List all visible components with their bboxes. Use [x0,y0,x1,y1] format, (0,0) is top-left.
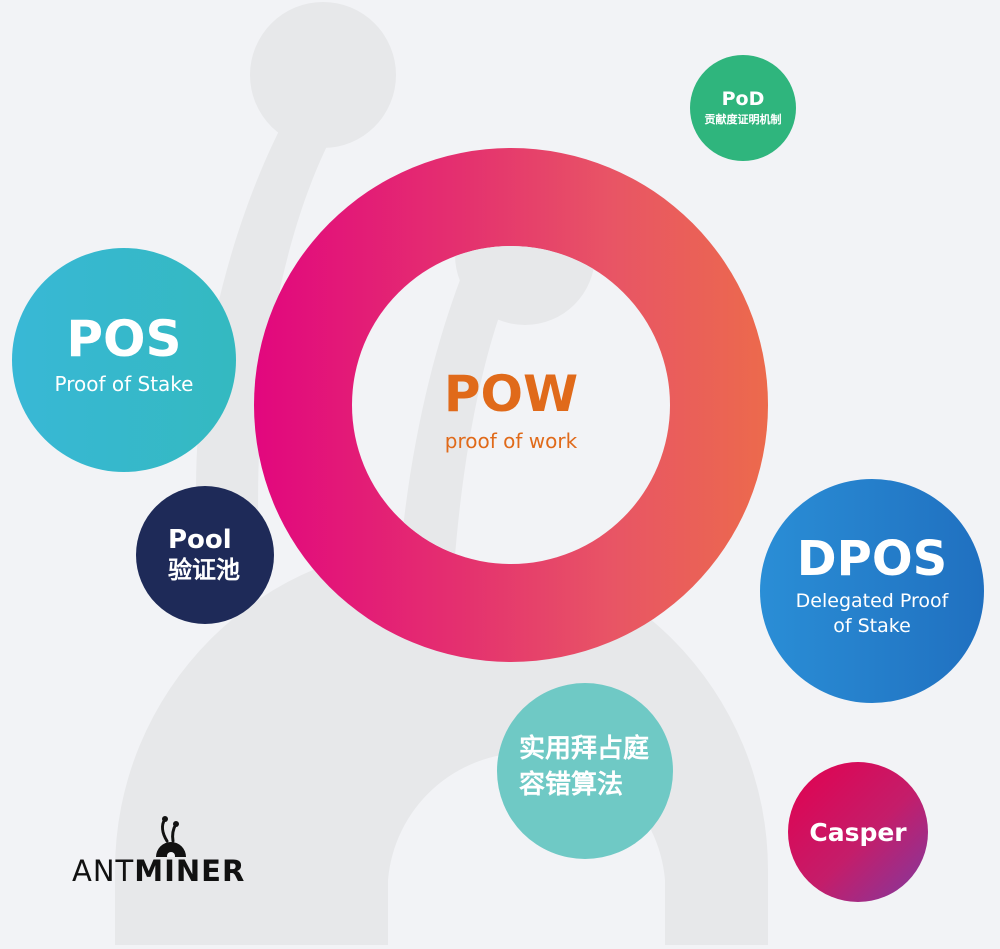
dpos-subtitle-line2: of Stake [833,615,911,637]
dpos-title: DPOS [796,531,948,588]
pod-title: PoD [721,87,765,110]
dpos-bubble: DPOS Delegated Proof of Stake [760,479,984,703]
pbft-line1: 实用拜占庭 [519,733,650,764]
pod-subtitle: 贡献度证明机制 [704,113,782,127]
logo-text: ANTMINER [72,857,245,886]
pool-title: Pool [168,524,232,555]
logo-text-miner: MINER [134,854,246,888]
pod-bubble: PoD 贡献度证明机制 [690,55,796,161]
pool-subtitle: 验证池 [168,555,240,584]
casper-title: Casper [809,817,907,847]
logo-text-ant: ANT [72,854,135,888]
pow-subtitle: proof of work [444,429,578,453]
dpos-subtitle: Delegated Proof of Stake [796,589,949,638]
pbft-bubble: 实用拜占庭 容错算法 [497,683,673,859]
pos-bubble: POS Proof of Stake [12,248,236,472]
ant-icon [156,816,186,857]
pos-title: POS [66,310,182,368]
background-ant-shape-inner [399,246,595,564]
casper-bubble: Casper [788,762,928,902]
pow-center: POW proof of work [352,246,670,564]
pool-bubble: Pool 验证池 [136,486,274,624]
pbft-line2: 容错算法 [519,770,624,800]
pos-subtitle: Proof of Stake [54,372,194,396]
pow-title: POW [443,365,579,423]
antminer-logo: ANTMINER [72,815,262,890]
dpos-subtitle-line1: Delegated Proof [795,590,949,613]
